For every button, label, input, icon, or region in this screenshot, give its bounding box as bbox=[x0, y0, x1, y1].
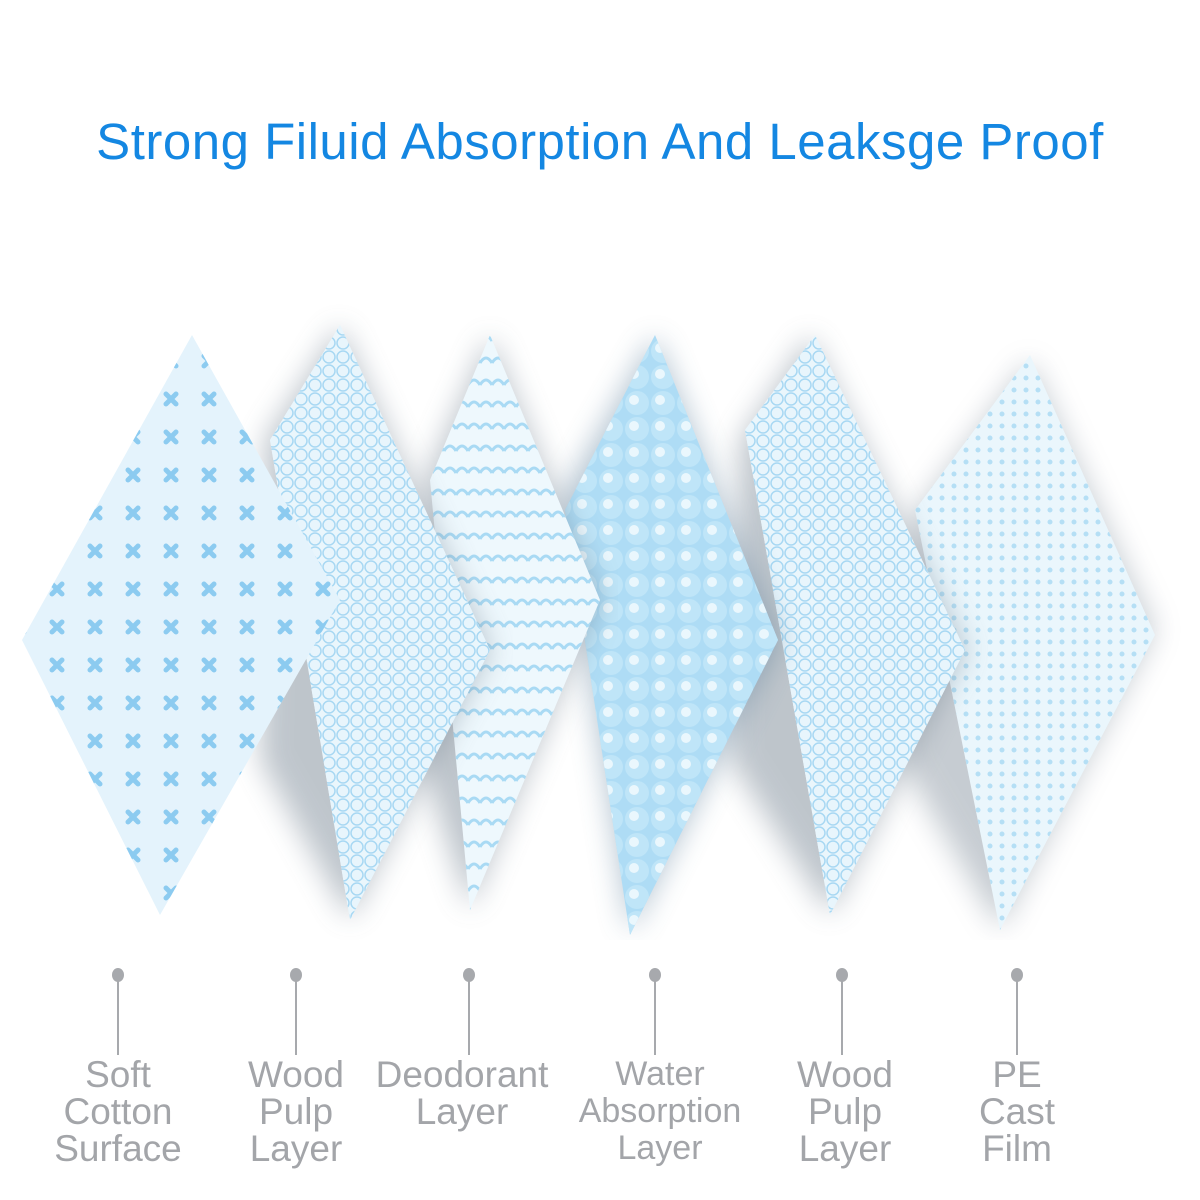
layer-label-wood-pulp-1: Wood Pulp Layer bbox=[196, 1056, 396, 1167]
label-line: Wood bbox=[248, 1054, 344, 1095]
layer-label-water-absorption: Water Absorption Layer bbox=[560, 1056, 760, 1167]
label-line: Pulp bbox=[807, 1091, 883, 1132]
label-line: Layer bbox=[798, 1128, 892, 1169]
layer-label-deodorant: Deodorant Layer bbox=[362, 1056, 562, 1130]
pointer-pin bbox=[834, 968, 850, 1058]
soft-cotton-surface-layer bbox=[22, 335, 340, 915]
deodorant-layer bbox=[420, 335, 600, 910]
pointer-pin bbox=[110, 968, 126, 1058]
label-line: Wood bbox=[797, 1054, 893, 1095]
pointer-pin bbox=[461, 968, 477, 1058]
label-line: PE bbox=[992, 1054, 1042, 1095]
label-line: Pulp bbox=[258, 1091, 334, 1132]
label-line: Water bbox=[615, 1055, 705, 1093]
label-line: Layer bbox=[249, 1128, 343, 1169]
wood-pulp-layer-1 bbox=[260, 325, 490, 920]
pe-cast-film-layer bbox=[900, 355, 1155, 930]
layer-label-soft-cotton: Soft Cotton Surface bbox=[18, 1056, 218, 1167]
label-line: Layer bbox=[617, 1129, 703, 1167]
label-line: Soft bbox=[85, 1054, 151, 1095]
label-line: Layer bbox=[415, 1091, 509, 1132]
pointer-pin bbox=[288, 968, 304, 1058]
label-line: Cotton bbox=[63, 1091, 173, 1132]
page-title: Strong Filuid Absorption And Leaksge Pro… bbox=[96, 113, 1104, 170]
layers-illustration bbox=[22, 325, 1155, 935]
label-line: Cast bbox=[978, 1091, 1056, 1132]
layer-label-pe-cast-film: PE Cast Film bbox=[917, 1056, 1117, 1167]
label-line: Surface bbox=[54, 1128, 182, 1169]
pointer-pin bbox=[1009, 968, 1025, 1058]
layer-label-wood-pulp-2: Wood Pulp Layer bbox=[745, 1056, 945, 1167]
water-absorption-layer bbox=[560, 335, 780, 935]
wood-pulp-layer-2 bbox=[730, 335, 965, 915]
label-line: Film bbox=[982, 1128, 1052, 1169]
label-line: Absorption bbox=[578, 1092, 742, 1130]
label-line: Deodorant bbox=[375, 1054, 549, 1095]
pointer-pin bbox=[647, 968, 663, 1058]
